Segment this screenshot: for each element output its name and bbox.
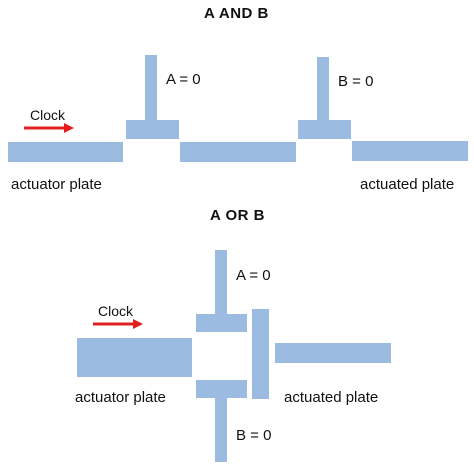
or-switch-a-stem	[215, 250, 227, 316]
or-actuator-plate	[77, 338, 192, 377]
or-actuator-plate-label: actuator plate	[75, 389, 166, 406]
and-clock-label: Clock	[30, 107, 66, 123]
and-middle-plate	[180, 142, 296, 162]
and-gate-title: A AND B	[204, 5, 269, 22]
and-switch-a-stem	[145, 55, 157, 122]
and-input-b-value: B = 0	[338, 73, 374, 90]
and-switch-b-contact	[298, 120, 351, 139]
and-switch-b-stem	[317, 57, 329, 122]
and-switch-a-contact	[126, 120, 179, 139]
or-collector-plate	[252, 309, 269, 399]
or-input-a-value: A = 0	[236, 267, 271, 284]
or-actuated-plate	[275, 343, 391, 363]
or-clock-label: Clock	[98, 303, 134, 319]
and-actuator-plate-label: actuator plate	[11, 176, 102, 193]
or-switch-b-contact	[196, 380, 247, 398]
or-switch-b-stem	[215, 396, 227, 462]
or-input-b-value: B = 0	[236, 427, 272, 444]
and-input-a-value: A = 0	[166, 71, 201, 88]
and-actuated-plate	[352, 141, 468, 161]
or-actuated-plate-label: actuated plate	[284, 389, 379, 406]
or-switch-a-contact	[196, 314, 247, 332]
and-actuator-plate	[8, 142, 123, 162]
and-actuated-plate-label: actuated plate	[360, 176, 455, 193]
or-gate-title: A OR B	[210, 207, 265, 224]
or-clock-arrow-icon	[93, 319, 143, 329]
and-clock-arrow-icon	[24, 123, 74, 133]
